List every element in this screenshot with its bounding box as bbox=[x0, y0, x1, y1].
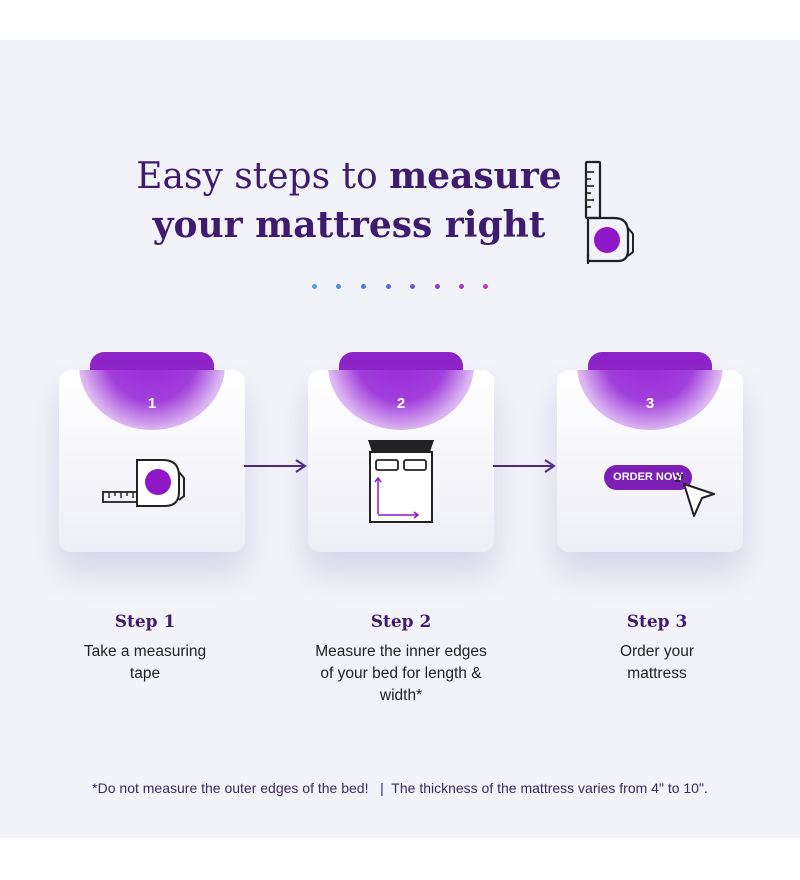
divider-dot bbox=[386, 284, 391, 289]
card-body: 1 bbox=[59, 370, 245, 552]
step-2-description: Measure the inner edges of your bed for … bbox=[315, 643, 487, 704]
divider-dot bbox=[312, 284, 317, 289]
measuring-tape-icon bbox=[102, 459, 185, 507]
cursor-icon bbox=[675, 474, 715, 517]
arrow-right-icon bbox=[244, 459, 307, 473]
step-card-1: 1 bbox=[59, 352, 249, 554]
divider-dot bbox=[435, 284, 440, 289]
title-light-text: Easy steps to bbox=[136, 156, 390, 197]
step-card-2: 2 bbox=[308, 352, 498, 554]
divider-dot bbox=[336, 284, 341, 289]
step-card-3: 3 bbox=[557, 352, 747, 554]
bed-measure-icon bbox=[368, 440, 434, 523]
dots-divider bbox=[312, 284, 492, 292]
card-body: 3 bbox=[557, 370, 743, 552]
order-now-button[interactable]: ORDER NOW bbox=[604, 465, 692, 490]
title-bold-text: measure bbox=[389, 155, 562, 197]
step-1-title: Step 1 bbox=[114, 612, 176, 632]
measuring-tape-icon bbox=[584, 160, 634, 264]
card-body: 2 bbox=[308, 370, 494, 552]
step-number: 2 bbox=[396, 395, 406, 412]
divider-dot bbox=[483, 284, 488, 289]
arrow-right-icon bbox=[493, 459, 556, 473]
step-3-title: Step 3 bbox=[626, 612, 688, 632]
divider-dot bbox=[459, 284, 464, 289]
divider-dot bbox=[410, 284, 415, 289]
step-number: 3 bbox=[645, 395, 655, 412]
step-number: 1 bbox=[147, 395, 157, 412]
title-second-line: your mattress right bbox=[152, 204, 546, 246]
step-2-title: Step 2 bbox=[370, 612, 432, 632]
step-1-description: Take a measuring tape bbox=[83, 643, 207, 682]
footnote: *Do not measure the outer edges of the b… bbox=[92, 780, 708, 796]
step-3-description: Order your mattress bbox=[619, 643, 695, 682]
page-title: Easy steps to measure your mattress righ… bbox=[100, 152, 598, 249]
divider-dot bbox=[361, 284, 366, 289]
